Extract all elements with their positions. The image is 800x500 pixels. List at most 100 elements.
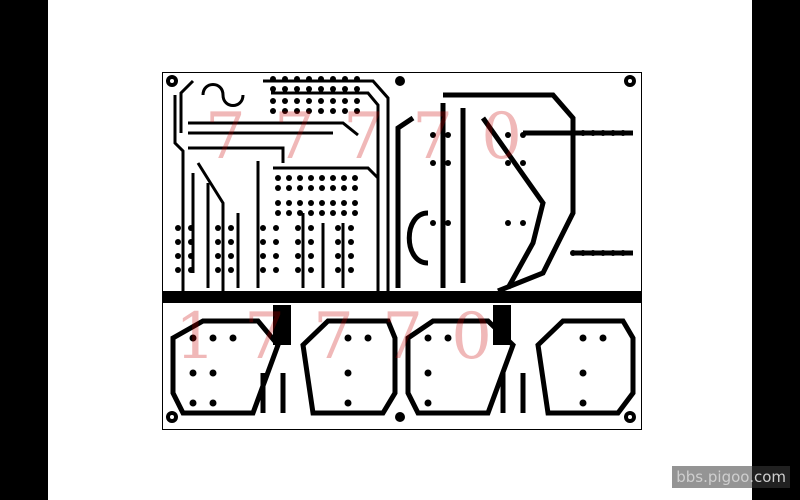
pad	[175, 239, 181, 245]
pad	[295, 239, 301, 245]
ground-bus	[163, 291, 641, 345]
right-power-traces	[395, 92, 633, 294]
pad	[188, 239, 194, 245]
site-watermark: bbs.pigoo.com	[672, 466, 790, 488]
pad	[590, 130, 596, 136]
pad	[282, 86, 288, 92]
pad	[297, 200, 303, 206]
pad	[175, 267, 181, 273]
pad	[600, 130, 606, 136]
pad	[319, 175, 325, 181]
pad	[295, 267, 301, 273]
pad	[188, 225, 194, 231]
pad	[341, 200, 347, 206]
pad	[424, 399, 432, 407]
pad	[306, 86, 312, 92]
pad	[354, 108, 360, 114]
pad	[275, 175, 281, 181]
pad	[445, 132, 451, 138]
pad	[306, 98, 312, 104]
pad	[364, 334, 372, 342]
pad	[189, 399, 197, 407]
pad	[330, 210, 336, 216]
pad	[297, 185, 303, 191]
pad	[286, 210, 292, 216]
pad	[273, 253, 279, 259]
pad	[275, 200, 281, 206]
pcb-traces	[163, 75, 641, 423]
pad	[319, 210, 325, 216]
pad	[424, 334, 432, 342]
pad	[342, 86, 348, 92]
pad	[209, 369, 217, 377]
left-logic-traces	[173, 79, 390, 301]
pad	[505, 220, 511, 226]
pad	[335, 253, 341, 259]
pad	[580, 250, 586, 256]
pad	[600, 250, 606, 256]
pad	[308, 239, 314, 245]
pad	[306, 76, 312, 82]
pad	[570, 130, 576, 136]
pad	[430, 132, 436, 138]
pad	[505, 160, 511, 166]
pad	[354, 76, 360, 82]
pad	[330, 185, 336, 191]
pad	[294, 98, 300, 104]
pad	[270, 108, 276, 114]
pad	[319, 200, 325, 206]
pad	[297, 175, 303, 181]
pad	[520, 132, 526, 138]
pad	[330, 108, 336, 114]
pad	[335, 239, 341, 245]
pad	[579, 369, 587, 377]
pad	[341, 185, 347, 191]
pad	[344, 369, 352, 377]
pad	[273, 225, 279, 231]
pad	[330, 98, 336, 104]
pad	[580, 130, 586, 136]
pad	[352, 200, 358, 206]
pad	[215, 267, 221, 273]
pad	[445, 160, 451, 166]
pad	[354, 86, 360, 92]
pad	[308, 175, 314, 181]
pad	[610, 250, 616, 256]
pad	[570, 250, 576, 256]
pad	[330, 200, 336, 206]
pad	[189, 369, 197, 377]
pad	[348, 225, 354, 231]
pad	[430, 160, 436, 166]
pad	[297, 210, 303, 216]
pad	[209, 334, 217, 342]
pad	[270, 76, 276, 82]
pad	[308, 210, 314, 216]
pad	[344, 334, 352, 342]
pad	[444, 334, 452, 342]
mounting-holes	[166, 75, 636, 423]
pad	[319, 185, 325, 191]
pad	[286, 175, 292, 181]
pad	[308, 185, 314, 191]
pad	[330, 175, 336, 181]
pad	[188, 253, 194, 259]
pad	[215, 239, 221, 245]
pad	[228, 267, 234, 273]
pad	[270, 86, 276, 92]
pad	[335, 267, 341, 273]
pad	[282, 108, 288, 114]
pad	[330, 86, 336, 92]
pad	[275, 185, 281, 191]
pad	[318, 98, 324, 104]
pad	[260, 253, 266, 259]
pad	[335, 225, 341, 231]
pad	[308, 200, 314, 206]
pad	[270, 98, 276, 104]
pad	[175, 253, 181, 259]
pad	[260, 239, 266, 245]
pad	[286, 185, 292, 191]
pad	[228, 239, 234, 245]
pad	[342, 98, 348, 104]
pad	[294, 108, 300, 114]
pad	[579, 334, 587, 342]
